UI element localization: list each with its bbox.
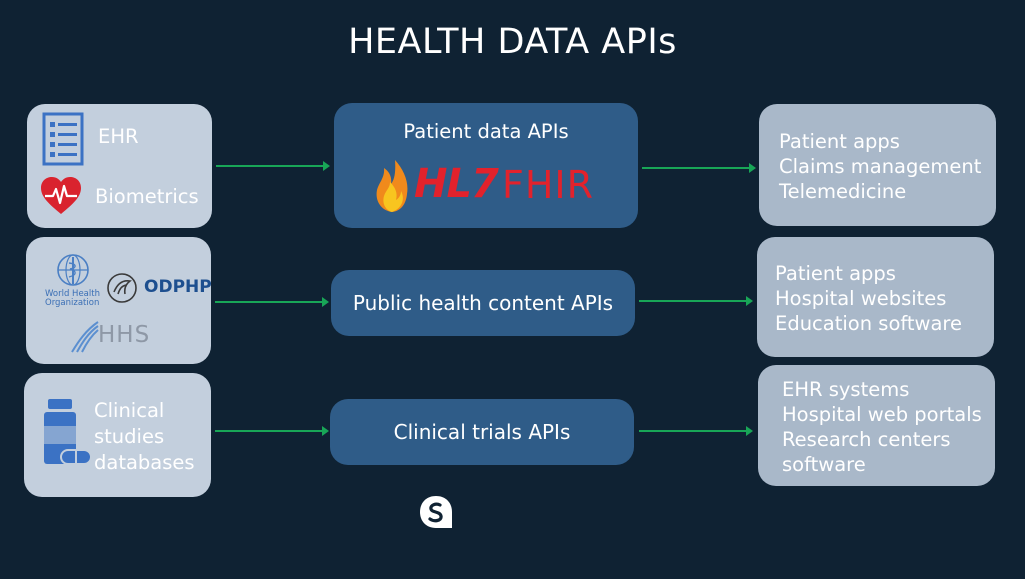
source-label-clinical-line1: Clinical bbox=[94, 399, 165, 422]
source-label-clinical-line3: databases bbox=[94, 451, 195, 474]
consumer-item: EHR systems bbox=[782, 378, 910, 401]
arrow-sources-to-patient-api bbox=[216, 161, 330, 171]
api-box-public-health: Public health content APIs bbox=[331, 270, 635, 336]
hhs-swoosh-icon bbox=[71, 321, 99, 353]
arrow-public-api-to-consumers bbox=[639, 296, 753, 306]
consumer-item: Education software bbox=[775, 312, 963, 335]
consumer-item: Patient apps bbox=[779, 130, 900, 153]
api-label-public-health: Public health content APIs bbox=[352, 291, 614, 315]
source-label-clinical-line2: studies bbox=[94, 425, 165, 448]
api-box-clinical-trials: Clinical trials APIs bbox=[330, 399, 634, 465]
flame-icon bbox=[376, 160, 408, 212]
pill-bottle-icon bbox=[44, 399, 92, 465]
arrow-patient-api-to-consumers bbox=[642, 163, 756, 173]
heart-pulse-icon bbox=[41, 177, 81, 214]
arrow-clinical-api-to-consumers bbox=[639, 426, 753, 436]
diagram-title: HEALTH DATA APIs bbox=[348, 22, 677, 62]
arrow-sources-to-clinical-api bbox=[215, 426, 329, 436]
api-box-patient-data: Patient data APIs HL7 FHIR bbox=[334, 103, 638, 228]
api-label-clinical-trials: Clinical trials APIs bbox=[393, 420, 571, 444]
consumer-box-patient-data: Patient apps Claims management Telemedic… bbox=[759, 104, 996, 226]
consumer-box-clinical: EHR systems Hospital web portals Researc… bbox=[758, 365, 995, 486]
consumer-item: Telemedicine bbox=[779, 180, 907, 203]
api-label-patient-data: Patient data APIs bbox=[403, 120, 569, 143]
consumer-box-public-health: Patient apps Hospital websites Education… bbox=[757, 237, 994, 357]
arrow-sources-to-public-api bbox=[215, 297, 329, 307]
odphp-logo-text: ODPHP bbox=[144, 277, 212, 297]
source-label-ehr: EHR bbox=[98, 125, 139, 148]
consumer-item: Claims management bbox=[779, 155, 982, 178]
consumer-item: Hospital websites bbox=[775, 287, 947, 310]
who-emblem-icon bbox=[57, 254, 89, 286]
consumer-item: Patient apps bbox=[775, 262, 896, 285]
fhir-logo-text: FHIR bbox=[502, 163, 595, 207]
consumer-item: software bbox=[782, 453, 866, 476]
source-label-biometrics: Biometrics bbox=[95, 185, 199, 208]
consumer-item: Hospital web portals bbox=[782, 403, 982, 426]
document-list-icon bbox=[42, 112, 84, 166]
hl7-logo-text: HL7 bbox=[414, 161, 499, 207]
brand-logo-icon bbox=[420, 496, 452, 528]
consumer-item: Research centers bbox=[782, 428, 951, 451]
hhs-logo-text: HHS bbox=[98, 322, 151, 348]
hhs-eagle-icon bbox=[107, 273, 137, 303]
source-box-public-health bbox=[26, 237, 211, 364]
who-logo-text: World Health Organization bbox=[45, 289, 100, 308]
